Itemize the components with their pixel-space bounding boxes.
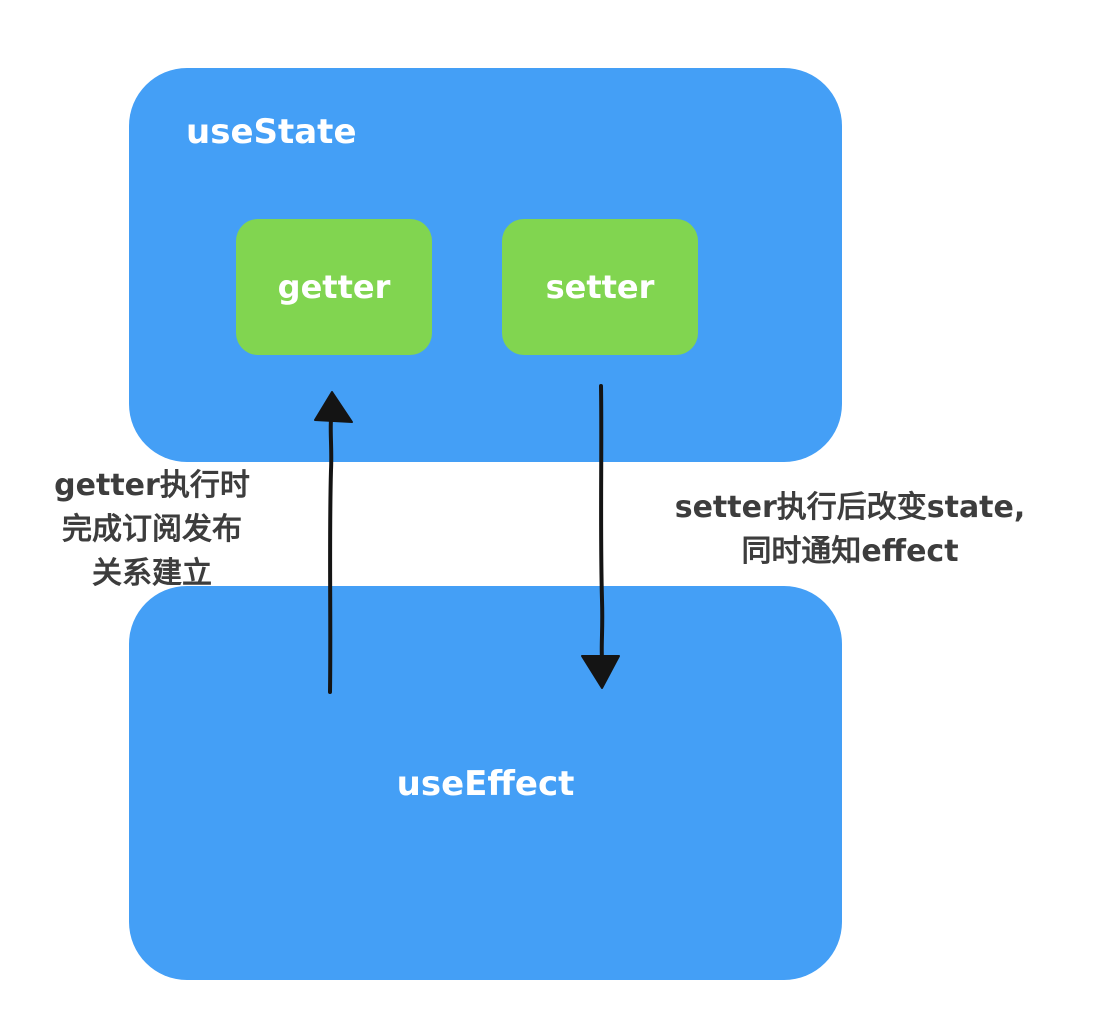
usestate-title: useState xyxy=(186,112,357,152)
subscribe-arrow xyxy=(314,391,353,694)
notify-arrow xyxy=(581,384,620,689)
subscribe-arrow-head xyxy=(314,391,353,423)
getter-caption-line-3: 关系建立 xyxy=(92,556,212,591)
setter-caption: setter执行后改变state, 同时通知effect xyxy=(640,486,1060,574)
useeffect-title: useEffect xyxy=(396,764,575,804)
getter-caption-line-2: 完成订阅发布 xyxy=(62,512,242,547)
getter-node: getter xyxy=(236,219,432,355)
getter-caption-line-1: getter执行时 xyxy=(54,468,250,503)
getter-label: getter xyxy=(277,268,391,306)
setter-caption-line-1: setter执行后改变state, xyxy=(674,490,1026,525)
subscribe-arrow-shaft xyxy=(328,418,334,694)
useeffect-container: useEffect xyxy=(129,586,842,980)
notify-arrow-shaft xyxy=(599,384,605,660)
setter-caption-line-2: 同时通知effect xyxy=(741,534,959,569)
getter-caption: getter执行时 完成订阅发布 关系建立 xyxy=(18,464,286,596)
notify-arrow-head xyxy=(581,655,620,689)
setter-label: setter xyxy=(545,268,655,306)
usestate-container: useState getter setter xyxy=(129,68,842,462)
setter-node: setter xyxy=(502,219,698,355)
